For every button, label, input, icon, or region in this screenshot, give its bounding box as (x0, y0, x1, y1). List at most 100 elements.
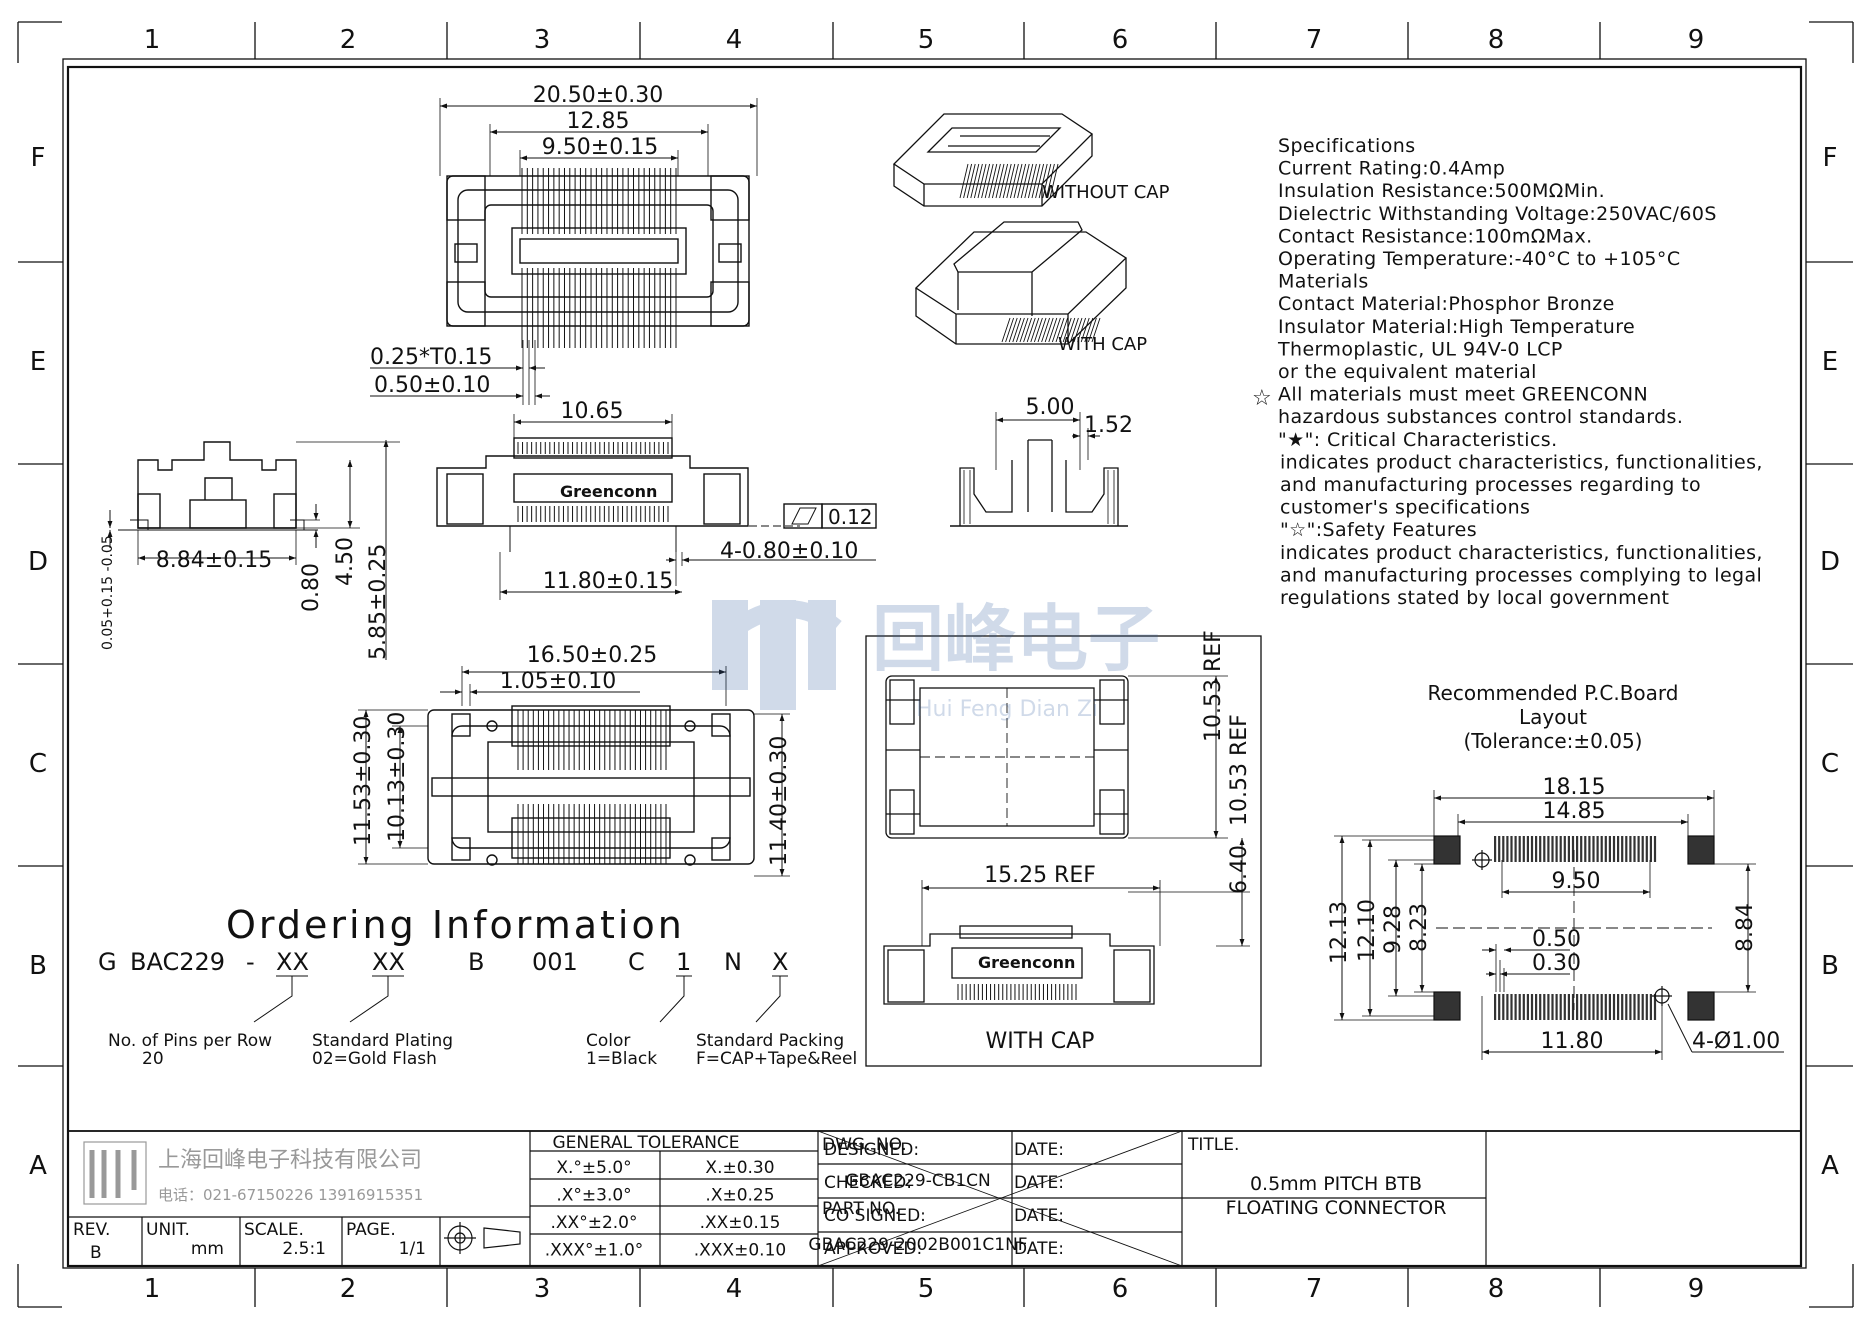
grid-col-bottom-4: 4 (726, 1274, 743, 1304)
spec-line-9: Thermoplastic, UL 94V-0 LCP (1277, 338, 1563, 360)
dim-side-height-1: 0.80 (299, 563, 324, 612)
ordering-code-plating: XX (372, 948, 405, 976)
spec-line-5: Operating Temperature:-40°C to +105°C (1278, 248, 1681, 270)
tolerance-table: X.°±5.0°X.±0.30.X°±3.0°.X±0.25.XX°±2.0°.… (545, 1158, 787, 1261)
scale-label: SCALE. (244, 1220, 304, 1240)
dim-front-tail-width: 4-0.80±0.10 (720, 539, 858, 564)
spec-line-17: "☆":Safety Features (1280, 519, 1477, 541)
tolerance-linear: .XX±0.15 (700, 1213, 781, 1233)
dim-bottom-offset: 1.05±0.10 (500, 669, 616, 694)
pcb-layout (1334, 790, 1784, 1060)
dim-bottom-h1: 11.53±0.30 (351, 716, 376, 846)
dim-front-tail-span: 11.80±0.15 (543, 569, 673, 594)
dim-side-height-2: 4.50 (333, 537, 358, 586)
spec-line-6: Materials (1278, 271, 1369, 293)
top-view (370, 98, 758, 405)
pcb-dim-9-28: 9.28 (1381, 905, 1406, 954)
spec-line-3: Dielectric Withstanding Voltage:250VAC/6… (1278, 203, 1717, 225)
tolerance-angle: .XX°±2.0° (551, 1213, 638, 1233)
grid-col-bottom-1: 1 (144, 1274, 161, 1304)
pcb-dim-12-13: 12.13 (1327, 901, 1352, 964)
spec-line-16: customer's specifications (1280, 497, 1530, 519)
rev-label: REV. (73, 1220, 110, 1240)
pcb-title-1: Recommended P.C.Board (1428, 681, 1679, 705)
dim-top-overall-width: 20.50±0.30 (533, 83, 663, 108)
ordering-leaders (253, 975, 788, 1023)
date-label: DATE: (1014, 1140, 1064, 1160)
spec-line-15: and manufacturing processes regarding to (1280, 474, 1701, 496)
grid-col-bottom-6: 6 (1112, 1274, 1129, 1304)
iso-without-cap (892, 113, 1094, 207)
spec-line-8: Insulator Material:High Temperature (1278, 316, 1635, 338)
page-label: PAGE. (346, 1220, 396, 1240)
ordering-code-color: 1 (676, 948, 691, 976)
dim-cap-height: 6.40 (1227, 845, 1252, 894)
company-name-cn: 上海回峰电子科技有限公司 (158, 1148, 422, 1173)
pcb-dim-0-30: 0.30 (1532, 951, 1581, 976)
order-note-packing-l1: Standard Packing (696, 1031, 844, 1051)
dim-cap-ref-1: 10.53 REF (1201, 630, 1226, 742)
grid-row-left-E: E (30, 347, 46, 377)
spec-line-2: Insulation Resistance:500MΩMin. (1278, 180, 1605, 202)
pcb-dim-18-15: 18.15 (1543, 775, 1606, 800)
grid-row-left-C: C (29, 749, 47, 779)
spec-line-10: or the equivalent material (1278, 361, 1537, 383)
grid-col-bottom-3: 3 (534, 1274, 551, 1304)
spec-line-1: Current Rating:0.4Amp (1278, 158, 1505, 180)
spec-line-0: Specifications (1278, 135, 1416, 157)
spec-line-18: indicates product characteristics, funct… (1280, 542, 1763, 564)
pcb-dim-holes: 4-Ø1.00 (1692, 1029, 1780, 1054)
dwg-no-label: DWG. NO. (822, 1135, 907, 1155)
dwg-no-value: GBAC229-CB1CN (845, 1171, 991, 1191)
spec-line-11: All materials must meet GREENCONN (1278, 384, 1648, 406)
order-note-plating-l2: 02=Gold Flash (312, 1049, 437, 1069)
spec-line-12: hazardous substances control standards. (1278, 406, 1683, 428)
date-label: DATE: (1014, 1173, 1064, 1193)
date-label: DATE: (1014, 1239, 1064, 1259)
dim-section-w1: 5.00 (1026, 395, 1075, 420)
grid-col-bottom-7: 7 (1306, 1274, 1323, 1304)
grid-row-right-E: E (1822, 347, 1838, 377)
ordering-code-001: 001 (532, 948, 578, 976)
side-view (107, 440, 400, 660)
scale-value: 2.5:1 (282, 1239, 326, 1259)
order-note-color-l1: Color (586, 1031, 630, 1051)
grid-col-top-9: 9 (1688, 25, 1705, 55)
rev-value: B (90, 1243, 102, 1263)
unit-value: mm (191, 1239, 224, 1259)
part-no-value: GBAC229-2002B001C1NF (808, 1235, 1027, 1255)
watermark-cn: 回峰电子 (872, 597, 1160, 681)
grid-col-bottom-5: 5 (918, 1274, 935, 1304)
dim-side-standoff: 0.05+0.15 -0.05 (100, 535, 116, 650)
iso-with-cap (914, 221, 1128, 345)
watermark-pinyin: Hui Feng Dian Zi (916, 697, 1098, 722)
ordering-code-g: G (98, 948, 117, 976)
dim-side-base-width: 8.84±0.15 (156, 548, 272, 573)
order-note-pins-l1: No. of Pins per Row (108, 1031, 272, 1051)
tolerance-linear: .XXX±0.10 (694, 1241, 786, 1261)
grid-col-bottom-2: 2 (340, 1274, 357, 1304)
date-label: DATE: (1014, 1206, 1064, 1226)
grid-col-top-6: 6 (1112, 25, 1129, 55)
tolerance-title: GENERAL TOLERANCE (552, 1133, 739, 1153)
title-block (67, 1130, 1802, 1267)
cap-view (865, 635, 1262, 1067)
grid-col-top-1: 1 (144, 25, 161, 55)
bottom-view (358, 666, 790, 877)
grid-col-bottom-8: 8 (1488, 1274, 1505, 1304)
ordering-code-c: C (628, 948, 645, 976)
spec-line-20: regulations stated by local government (1280, 587, 1669, 609)
grid-col-top-4: 4 (726, 25, 743, 55)
dim-bottom-h3: 11.40±0.30 (767, 736, 792, 866)
ordering-code-series: BAC229 (130, 948, 225, 976)
dim-cap-width: 15.25 REF (984, 863, 1096, 888)
dim-front-flatness: 0.12 (828, 505, 873, 529)
dim-bottom-width: 16.50±0.25 (527, 643, 657, 668)
pcb-dim-0-50: 0.50 (1532, 927, 1581, 952)
grid-col-top-2: 2 (340, 25, 357, 55)
tolerance-linear: .X±0.25 (705, 1186, 774, 1206)
ordering-code: G BAC229 - XX XX B 001 C 1 N X (98, 948, 788, 976)
dim-side-total-height: 5.85±0.25 (366, 544, 391, 660)
ordering-code-packing: X (772, 948, 788, 976)
